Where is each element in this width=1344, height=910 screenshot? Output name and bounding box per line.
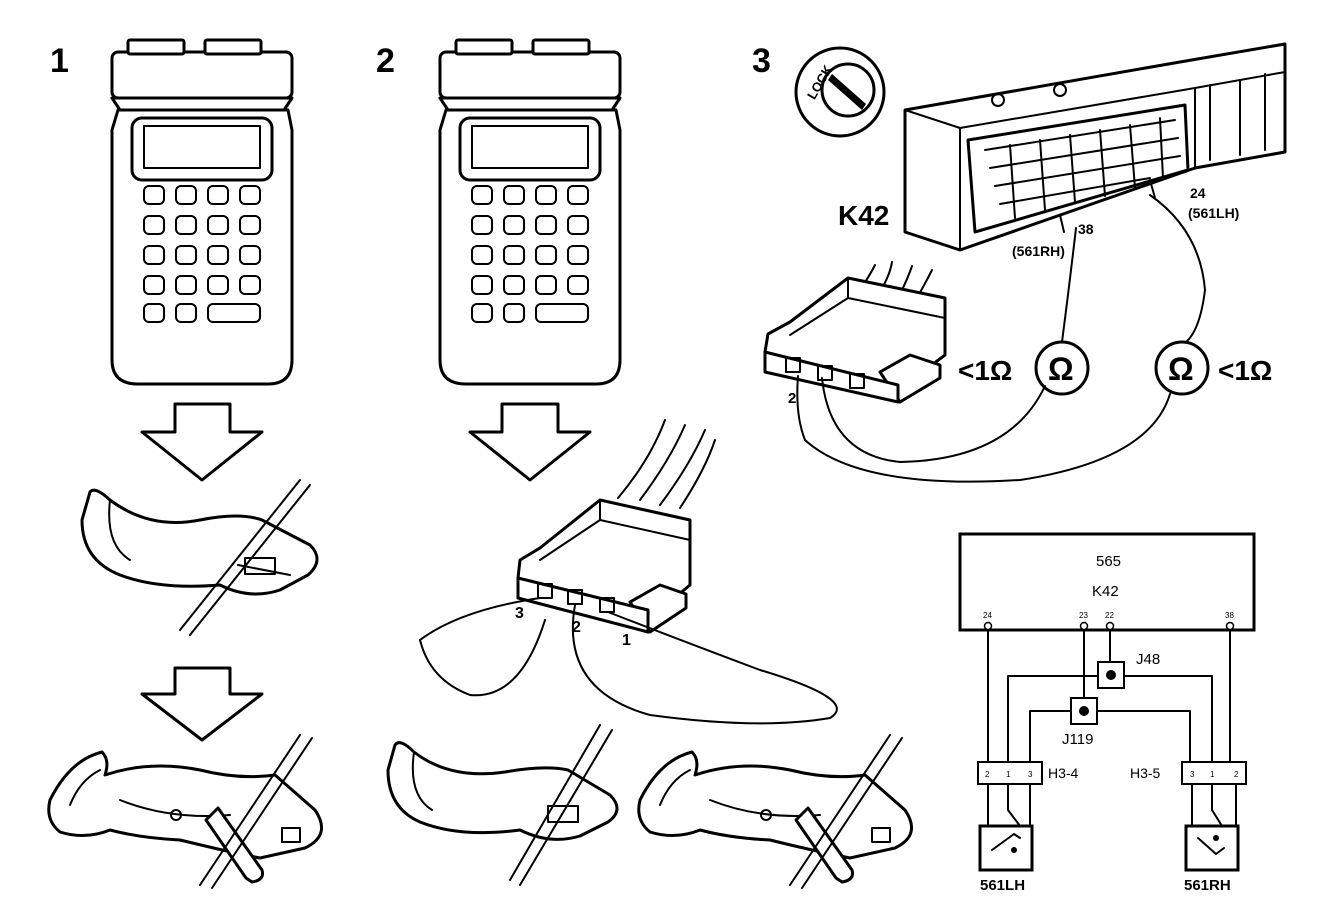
diagnostic-tester-1 — [110, 38, 294, 386]
schematic-pin-23: 23 — [1079, 611, 1088, 620]
down-arrow-icon — [140, 402, 264, 482]
down-arrow-icon — [140, 666, 264, 742]
ohm-symbol-left: Ω — [1048, 351, 1074, 387]
ohm-value-left: <1Ω — [958, 355, 1012, 386]
connector-clip-probe-2 — [637, 734, 914, 889]
j119-label: J119 — [1062, 731, 1093, 748]
pin-1-label: 1 — [622, 632, 631, 649]
panel-2-number: 2 — [376, 42, 395, 80]
connector-pin-2-label: 2 — [788, 390, 796, 407]
harness-connector-p2 — [419, 419, 838, 725]
schematic-pin-24: 24 — [983, 611, 992, 620]
schematic-box-line2: K42 — [1092, 583, 1119, 600]
ohm-symbol-right: Ω — [1168, 351, 1194, 387]
panel-1-number: 1 — [50, 42, 69, 80]
schematic-box-line1: 565 — [1096, 553, 1121, 570]
ignition-lock-icon — [794, 46, 886, 138]
h3-4-label: H3-4 — [1048, 765, 1079, 781]
pin-3-label: 3 — [515, 605, 524, 622]
pin-24-sub-label: (561LH) — [1188, 205, 1239, 221]
connector-clip-open — [80, 479, 319, 636]
schematic-pin-22: 22 — [1105, 611, 1114, 620]
connector-clip-probe — [47, 734, 324, 889]
h35-pin-a: 3 — [1190, 770, 1195, 779]
j48-label: J48 — [1136, 651, 1160, 668]
pin-38-label: 38 — [1078, 221, 1094, 237]
measurement-leads — [796, 194, 1206, 483]
h35-pin-b: 1 — [1210, 770, 1215, 779]
panel-3-number: 3 — [752, 42, 771, 80]
connector-clip-open-2 — [386, 724, 619, 886]
schematic-pin-38: 38 — [1225, 611, 1234, 620]
wiring-schematic — [958, 532, 1256, 872]
561lh-label: 561LH — [980, 877, 1025, 894]
down-arrow-icon — [468, 402, 592, 482]
ohm-value-right: <1Ω — [1218, 355, 1272, 386]
h35-pin-c: 2 — [1234, 770, 1239, 779]
h34-pin-c: 3 — [1028, 770, 1033, 779]
561rh-label: 561RH — [1184, 877, 1231, 894]
h34-pin-b: 1 — [1006, 770, 1011, 779]
pin-24-label: 24 — [1190, 185, 1206, 201]
h34-pin-a: 2 — [985, 770, 990, 779]
ecu-label: K42 — [838, 200, 889, 231]
pin-2-label: 2 — [572, 619, 581, 636]
ohmmeter-right-icon — [1154, 340, 1210, 396]
diagnostic-tester-2 — [438, 38, 622, 386]
h3-5-label: H3-5 — [1130, 765, 1161, 781]
harness-connector-p3 — [763, 261, 947, 404]
pin-38-sub-label: (561RH) — [1012, 243, 1065, 259]
ecu-k42 — [903, 42, 1287, 252]
